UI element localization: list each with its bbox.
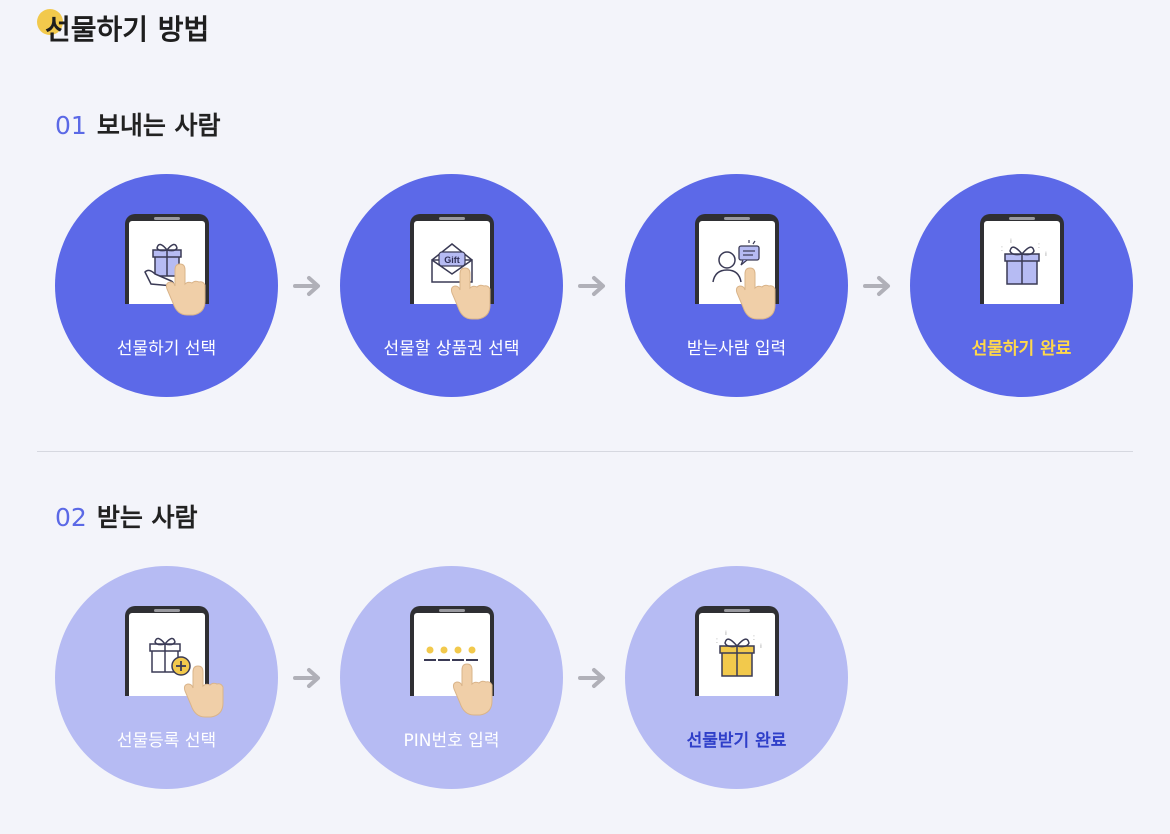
section-number: 01: [55, 111, 87, 140]
gift-box-icon: ⁞ ⁚ ⁚ ⁞: [1001, 238, 1047, 285]
page-title: 선물하기 방법: [45, 13, 210, 46]
step-label: 선물하기 선택: [116, 339, 217, 359]
step-label: 선물할 상품권 선택: [383, 339, 520, 359]
svg-text:⁞: ⁞: [1045, 251, 1047, 258]
phone-frame: [125, 606, 209, 696]
section-title-receiver: 02 받는 사람: [55, 498, 198, 534]
title-dot-decoration: [37, 9, 63, 35]
step-label-complete: 선물하기 완료: [971, 339, 1072, 359]
section-divider: [37, 451, 1133, 452]
gift-add-icon: [149, 637, 224, 718]
section-label: 받는 사람: [96, 503, 198, 532]
section-title-sender: 01 보내는 사람: [55, 106, 221, 142]
section-number: 02: [55, 503, 87, 532]
arrow-right-icon: [293, 668, 320, 688]
step-label-complete: 선물받기 완료: [686, 731, 787, 751]
step-label: 받는사람 입력: [686, 339, 787, 359]
section-label: 보내는 사람: [96, 111, 221, 140]
step-label: 선물등록 선택: [116, 731, 217, 751]
svg-text:⁞: ⁞: [760, 643, 762, 650]
step-enter-pin: PIN번호 입력: [340, 566, 563, 789]
svg-text:⁚: ⁚: [716, 638, 718, 645]
phone-frame: [980, 214, 1064, 304]
svg-text:⁚: ⁚: [753, 635, 755, 642]
step-label: PIN번호 입력: [403, 731, 500, 751]
svg-text:⁚: ⁚: [1001, 246, 1003, 253]
step-enter-recipient: 받는사람 입력: [625, 174, 848, 397]
svg-text:⁞: ⁞: [725, 630, 727, 637]
svg-text:⁞: ⁞: [1010, 238, 1012, 245]
svg-text:⁚: ⁚: [1038, 243, 1040, 250]
step-gift-complete: ⁞ ⁚ ⁚ ⁞ 선물하기 완료: [910, 174, 1133, 397]
gift-envelope-icon: Gift: [431, 243, 491, 320]
gift-hand-icon: [144, 243, 206, 316]
step-register-gift: 선물등록 선택: [55, 566, 278, 789]
pin-dots-icon: [424, 646, 493, 716]
step-select-gift: 선물하기 선택: [55, 174, 278, 397]
arrow-right-icon: [578, 276, 605, 296]
envelope-text: Gift: [444, 255, 460, 265]
step-receive-complete: ⁞ ⁚ ⁚ ⁞ 선물받기 완료: [625, 566, 848, 789]
arrow-right-icon: [293, 276, 320, 296]
arrow-right-icon: [863, 276, 890, 296]
arrow-right-icon: [578, 668, 605, 688]
person-message-icon: [712, 240, 776, 320]
step-select-voucher: Gift 선물할 상품권 선택: [340, 174, 563, 397]
gift-box-yellow-icon: ⁞ ⁚ ⁚ ⁞: [716, 630, 762, 677]
